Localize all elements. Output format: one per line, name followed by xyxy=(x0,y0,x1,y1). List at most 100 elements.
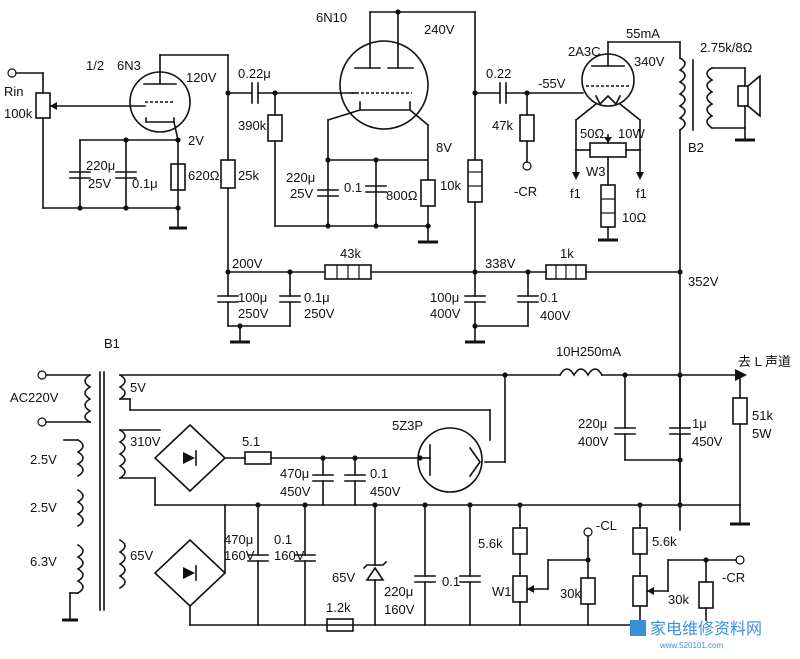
label-c100-250-b: 250V xyxy=(238,306,269,321)
label-5z3p: 5Z3P xyxy=(392,418,423,433)
label-c470-450-a: 470μ xyxy=(280,466,309,481)
label-c022u: 0.22μ xyxy=(238,66,271,81)
label-c022: 0.22 xyxy=(486,66,511,81)
label-c100-400-a: 100μ xyxy=(430,290,459,305)
output-transformer-secondary xyxy=(706,66,714,130)
input-terminal xyxy=(7,68,17,78)
tube-6n10 xyxy=(339,40,429,130)
label-2a3c: 2A3C xyxy=(568,44,601,59)
label-neg-cr: -CR xyxy=(514,184,537,199)
label-r30k-a: 30k xyxy=(560,586,581,601)
label-c100-400-b: 400V xyxy=(430,306,461,321)
label-r1k: 1k xyxy=(560,246,574,261)
label-c01-400-a: 0.1 xyxy=(540,290,558,305)
power-transformer: B1 AC220V 5V 310V 2.5V 2.5V 6.3V 65V xyxy=(10,336,681,626)
label-b1: B1 xyxy=(104,336,120,351)
label-choke: 10H250mA xyxy=(556,344,621,359)
label-c470-450-b: 450V xyxy=(280,484,311,499)
label-c01-b: 0.1 xyxy=(344,180,362,195)
label-r10k: 10k xyxy=(440,178,461,193)
label-f1-b: f1 xyxy=(636,186,647,201)
label-r47k: 47k xyxy=(492,118,513,133)
label-c01-c: 0.1 xyxy=(442,574,460,589)
label-6n10: 6N10 xyxy=(316,10,347,25)
driver-stage: 0.22μ 390k 6N10 240V 8V 220μ 25V 0.1 800… xyxy=(227,9,483,273)
label-c220-400-a: 220μ xyxy=(578,416,607,431)
label-2v5-a: 2.5V xyxy=(30,452,57,467)
label-half: 1/2 xyxy=(86,58,104,73)
hv-supply: 5.1 5Z3P 470μ 450V 0.1 450V 10H250mA 去 L… xyxy=(242,344,791,526)
output-stage: 0.22 47k -CR 2A3C 55mA 340V -55V 50Ω 10W… xyxy=(472,26,761,531)
bplus-rail: 200V 43k 338V 1k 352V 100μ 250V 0.1μ 250… xyxy=(217,246,719,344)
label-c220-400-b: 400V xyxy=(578,434,609,449)
label-c220-25-d: 25V xyxy=(290,186,313,201)
input-potentiometer xyxy=(35,92,51,119)
label-r56k-a: 5.6k xyxy=(478,536,503,551)
label-rin: Rin xyxy=(4,84,24,99)
tube-5z3p xyxy=(417,427,483,493)
label-c220-160-b: 160V xyxy=(384,602,415,617)
label-r620: 620Ω xyxy=(188,168,220,183)
label-c220-25-a: 220μ xyxy=(86,158,115,173)
zener-diode xyxy=(365,566,385,581)
label-2v5-b: 2.5V xyxy=(30,500,57,515)
label-6v3: 6.3V xyxy=(30,554,57,569)
mains-terminal-a xyxy=(37,370,47,380)
mains-terminal-b xyxy=(37,417,47,427)
label-c220-25-b: 25V xyxy=(88,176,111,191)
label-r10: 10Ω xyxy=(622,210,646,225)
label-c01-400-b: 400V xyxy=(540,308,571,323)
label-v1-cathode: 2V xyxy=(188,133,204,148)
label-55ma: 55mA xyxy=(626,26,660,41)
choke-inductor xyxy=(558,368,604,377)
label-w3: W3 xyxy=(586,164,606,179)
label-r100k: 100k xyxy=(4,106,33,121)
label-r30k-b: 30k xyxy=(668,592,689,607)
label-r50: 50Ω xyxy=(580,126,604,141)
watermark-text: 家电维修资料网 xyxy=(650,619,762,638)
label-c470-160-b: 160V xyxy=(224,548,255,563)
label-r51: 5.1 xyxy=(242,434,260,449)
label-352v: 352V xyxy=(688,274,719,289)
label-grid-bias: -55V xyxy=(538,76,566,91)
label-c220-160-a: 220μ xyxy=(384,584,413,599)
label-r25k: 25k xyxy=(238,168,259,183)
label-c1u-a: 1μ xyxy=(692,416,707,431)
output-transformer-primary xyxy=(678,56,686,132)
label-c470-160-a: 470μ xyxy=(224,532,253,547)
bridge-rectifier-1 xyxy=(153,423,227,493)
label-zener-65v: 65V xyxy=(332,570,355,585)
speaker-icon xyxy=(737,85,749,107)
label-65v: 65V xyxy=(130,548,153,563)
label-xfmr-ratio: 2.75k/8Ω xyxy=(700,40,753,55)
label-to-left-channel: 去 L 声道 xyxy=(738,354,791,369)
label-r51k: 51k xyxy=(752,408,773,423)
label-c01-160-a: 0.1 xyxy=(274,532,292,547)
watermark-url: www.520101.com xyxy=(659,641,723,650)
label-338v: 338V xyxy=(485,256,516,271)
label-310v: 310V xyxy=(130,434,161,449)
label-r12k: 1.2k xyxy=(326,600,351,615)
label-f1-a: f1 xyxy=(570,186,581,201)
label-c01-450-b: 450V xyxy=(370,484,401,499)
input-stage: Rin 100k 1/2 6N3 120V 2V 220μ 25V 0.1μ 6… xyxy=(4,54,259,273)
label-c01-250-b: 250V xyxy=(304,306,335,321)
label-ac220: AC220V xyxy=(10,390,59,405)
label-r56k-b: 5.6k xyxy=(652,534,677,549)
label-c220-25-c: 220μ xyxy=(286,170,315,185)
label-r800: 800Ω xyxy=(386,188,418,203)
label-v2-cathode: 8V xyxy=(436,140,452,155)
label-neg-cl: -CL xyxy=(596,518,617,533)
label-c01-160-b: 160V xyxy=(274,548,305,563)
label-6n3: 6N3 xyxy=(117,58,141,73)
label-c1u-b: 450V xyxy=(692,434,723,449)
label-b2: B2 xyxy=(688,140,704,155)
label-w1: W1 xyxy=(492,584,512,599)
label-5w: 5W xyxy=(752,426,772,441)
watermark: 家电维修资料网 www.520101.com xyxy=(630,619,762,650)
label-r43k: 43k xyxy=(340,246,361,261)
label-c01-250-a: 0.1μ xyxy=(304,290,330,305)
label-c100-250-a: 100μ xyxy=(238,290,267,305)
label-c01-450-a: 0.1 xyxy=(370,466,388,481)
